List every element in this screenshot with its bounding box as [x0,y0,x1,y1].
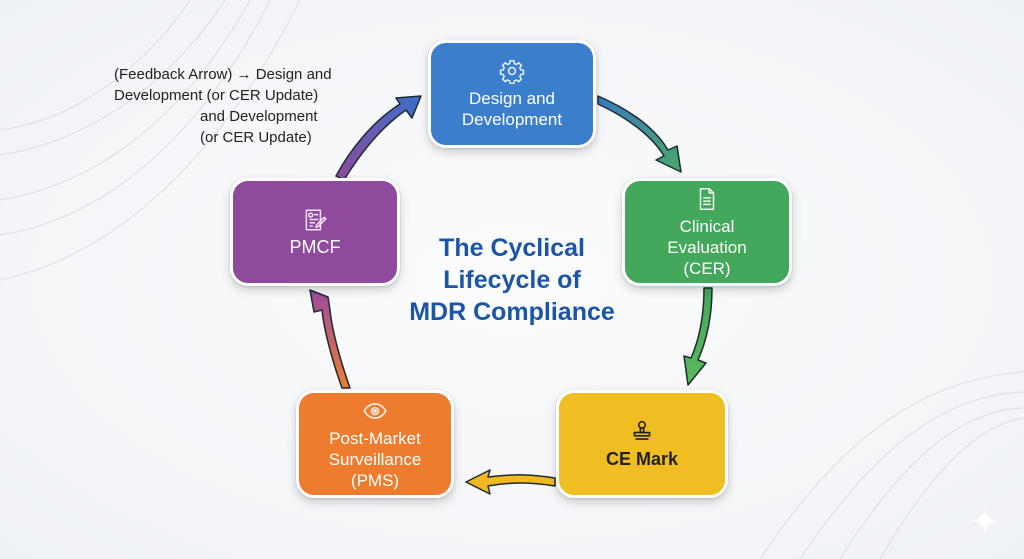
diagram-title: The Cyclical Lifecycle of MDR Compliance [409,234,615,326]
feedback-line-3: and Development [200,108,318,125]
node-label: Design and Development [461,89,563,129]
sparkle-icon [972,506,998,536]
gear-icon [499,59,525,84]
node-design-development: Design and Development [428,40,596,148]
feedback-line-2: Development (or CER Update) [114,87,319,104]
feedback-line-1: (Feedback Arrow) → Design and [114,66,332,83]
feedback-line-4: (or CER Update) [200,129,312,146]
node-label: Post-Market Surveillance (PMS) [328,428,422,490]
node-post-market-surveillance: Post-Market Surveillance (PMS) [296,390,454,498]
node-ce-mark: CE Mark [556,390,728,498]
node-label: Clinical Evaluation (CER) [667,216,747,278]
stamp-icon [633,420,651,440]
document-icon [699,187,715,210]
feedback-annotation: (Feedback Arrow) → Design and Developmen… [108,64,398,148]
clipboard-pen-icon [305,208,327,231]
node-label: PMCF [289,236,341,257]
node-pmcf: PMCF [230,178,400,286]
eye-icon [363,402,387,419]
node-label: CE Mark [605,448,679,469]
node-clinical-evaluation: Clinical Evaluation (CER) [622,178,792,286]
